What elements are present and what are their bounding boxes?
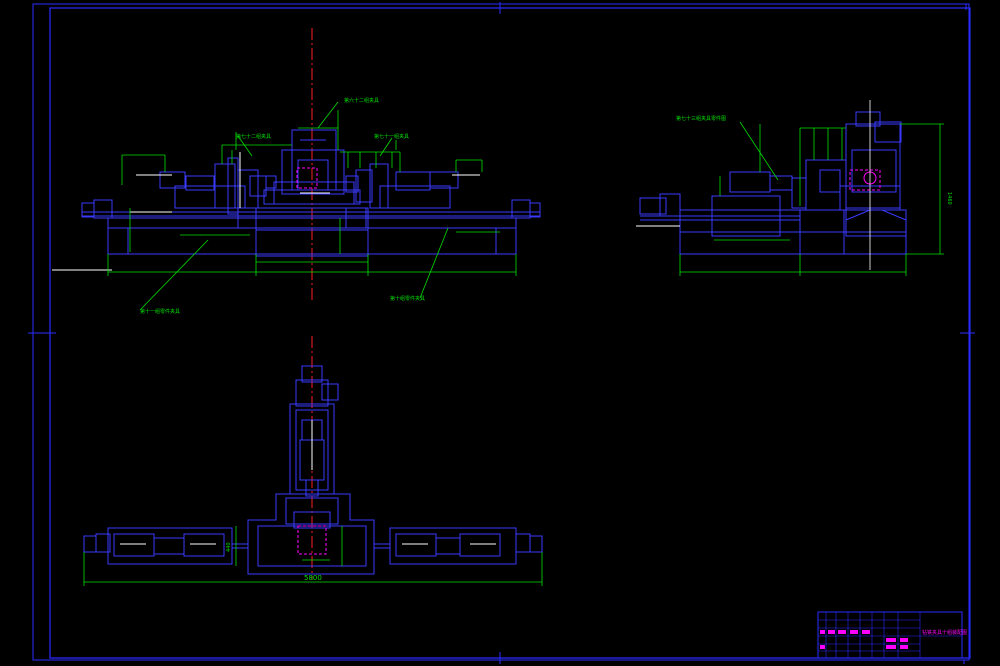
side-hidden-part (849, 169, 881, 191)
side-view: 第七十三组夹具零件图 1460 (636, 100, 952, 276)
title-block-title: 钻铣夹具十组装配图 (922, 629, 967, 636)
front-white-marks (52, 152, 480, 271)
callout-bottom-left: 第十一组零件夹具 (140, 308, 180, 315)
plan-overall-dim: 5800 (304, 574, 322, 582)
side-height-dim: 1460 (946, 192, 952, 205)
callout-left-a: 第七十二组夹具 (236, 133, 271, 140)
plan-white-marks (120, 420, 496, 545)
plan-left-arm (83, 527, 248, 565)
front-leaders (139, 101, 449, 311)
side-leader (739, 121, 779, 181)
front-right-slide (345, 163, 459, 209)
side-dimensions (679, 123, 944, 276)
plan-center-block (247, 493, 375, 575)
title-block: 钻铣夹具十组装配图 (817, 611, 967, 659)
front-labels: 第六十二组夹具 第七十二组夹具 第七十一组夹具 第十一组零件夹具 第十组零件夹具 (140, 97, 425, 315)
front-center-fixture (263, 129, 361, 205)
plan-view: 5800 440 (83, 336, 543, 586)
plan-right-arm (374, 527, 543, 565)
side-base (639, 193, 907, 255)
front-dimensions (107, 110, 517, 276)
plan-small-dim: 440 (226, 542, 232, 552)
front-hidden-part (296, 167, 318, 189)
front-left-slide (159, 157, 277, 215)
plan-hidden-part (297, 525, 327, 555)
drawing-frame (28, 2, 975, 664)
callout-top-center: 第六十二组夹具 (344, 97, 379, 104)
plan-dimensions (83, 526, 543, 586)
front-view: 第六十二组夹具 第七十二组夹具 第七十一组夹具 第十一组零件夹具 第十组零件夹具 (52, 28, 541, 315)
callout-bottom-mid: 第十组零件夹具 (390, 295, 425, 302)
title-block-magenta-cells (820, 630, 908, 649)
callout-side-view: 第七十三组夹具零件图 (676, 115, 726, 122)
callout-left-b: 第七十一组夹具 (374, 133, 409, 140)
